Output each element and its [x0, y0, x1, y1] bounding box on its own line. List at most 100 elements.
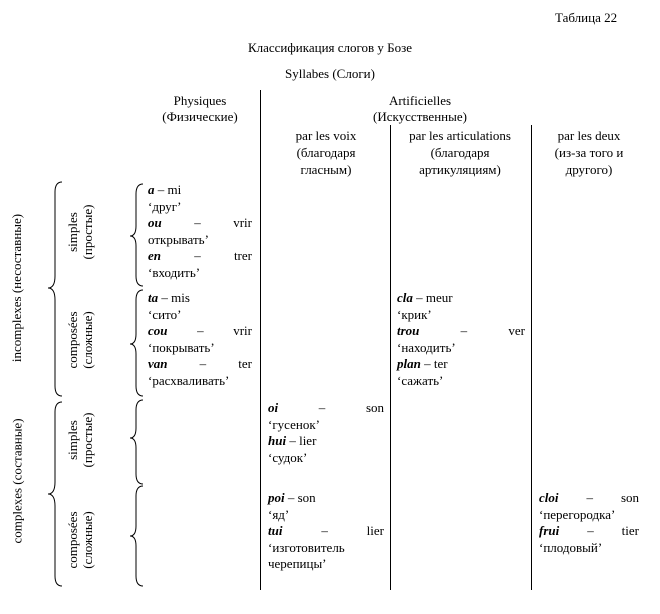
rest-trou: ver: [508, 323, 525, 338]
sep-en: –: [194, 248, 201, 263]
entry-cou: cou – vrir: [148, 323, 252, 340]
sep-poi: –: [287, 490, 295, 505]
gloss-ou: открывать’: [148, 231, 209, 247]
gloss-plan: ‘сажать’: [397, 372, 444, 388]
col-deux-l3: другого): [565, 162, 613, 177]
col-deux-l1: par les deux: [557, 128, 621, 143]
artificielles-ru: (Искусственные): [373, 109, 467, 124]
entry-van: van – ter: [148, 356, 252, 373]
brace-composees-1: [129, 289, 144, 397]
gloss-poi: ‘яд’: [268, 506, 290, 522]
col-voix-l2: (благодаря: [296, 145, 356, 160]
physiques-composees-cell: ta – mis ‘сито’ cou – vrir ‘покрывать’ van…: [148, 290, 252, 389]
col-voix-l1: par les voix: [295, 128, 357, 143]
physiques-simples-cell: a – mi ‘друг’ ou–vrir открывать’ en–trer…: [148, 182, 252, 281]
entry-tui: tui – lier: [268, 523, 384, 540]
col-deux-header: par les deux (из-за того и другого): [534, 127, 644, 178]
entry-oi: oi – son: [268, 400, 384, 417]
gloss-cou: ‘покрывать’: [148, 339, 215, 355]
entry-ta: ta – mis: [148, 290, 252, 307]
syl-van: van: [148, 356, 168, 371]
page-title: Классификация слогов у Бозе: [247, 40, 413, 55]
rest-cou: vrir: [233, 323, 252, 338]
rest-plan: ter: [433, 356, 448, 371]
sep-a: –: [157, 182, 165, 197]
gloss-ta: ‘сито’: [148, 306, 182, 322]
col-artic-l2: (благодаря: [430, 145, 490, 160]
entry-poi: poi – son: [268, 490, 384, 507]
syl-poi: poi: [268, 490, 285, 505]
rule-physiques: [260, 90, 261, 590]
page-subtitle: Syllabes (Слоги): [285, 66, 375, 81]
rest-cloi: son: [620, 490, 639, 505]
sep-cloi: –: [586, 490, 593, 505]
brace-complexes: [47, 401, 63, 587]
sep-plan: –: [424, 356, 431, 371]
sep-frui: –: [587, 523, 594, 538]
syl-en: en: [148, 248, 161, 263]
gloss-tui: ‘изготовитель: [268, 539, 345, 555]
rest-en: trer: [233, 248, 252, 263]
rule-voix: [390, 125, 391, 590]
rest-tui: lier: [366, 523, 384, 538]
voix-composees-cell: poi – son ‘яд’ tui – lier ‘изготовитель че…: [268, 490, 384, 573]
entry-hui: hui – lier: [268, 433, 384, 450]
artificielles-header: Artificielles (Искусственные): [330, 93, 510, 125]
gloss-tui-2: черепицы’: [268, 556, 327, 571]
gloss-van: ‘расхваливать’: [148, 372, 230, 388]
entry-cloi: cloi – son: [539, 490, 639, 507]
entry-en: en – trer: [148, 248, 252, 265]
syl-ta: ta: [148, 290, 159, 305]
rest-van: ter: [238, 356, 252, 371]
brace-simples-1: [129, 183, 144, 287]
syl-cloi: cloi: [539, 490, 559, 505]
sep-hui: –: [289, 433, 296, 448]
sep-ta: –: [161, 290, 168, 305]
sep-cou: –: [197, 323, 204, 338]
gloss-en: ‘входить’: [148, 264, 201, 280]
rest-hui: lier: [299, 433, 317, 448]
deux-composees-cell: cloi – son ‘перегородка’ frui – tier ‘плодов…: [539, 490, 639, 556]
syl-oi: oi: [268, 400, 279, 415]
gloss-cloi: ‘перегородка’: [539, 506, 616, 522]
col-deux-l2: (из-за того и: [554, 145, 624, 160]
rest-cla: meur: [425, 290, 453, 305]
syl-plan: plan: [397, 356, 421, 371]
gloss-cla: ‘крик’: [397, 306, 432, 322]
rest-oi: son: [365, 400, 384, 415]
syl-tui: tui: [268, 523, 283, 538]
col-voix-l3: гласным): [300, 162, 352, 177]
sep-oi: –: [318, 400, 326, 415]
syl-frui: frui: [539, 523, 560, 538]
entry-a: a – mi: [148, 182, 252, 199]
sep-cla: –: [416, 290, 423, 305]
sep-tui: –: [321, 523, 328, 538]
rest-ou: vrir: [233, 215, 252, 230]
table-label: Таблица 22: [555, 10, 618, 25]
voix-simples-cell: oi – son ‘гусенок’ hui – lier ‘судок’: [268, 400, 384, 466]
artic-composees-cell: cla – meur ‘крик’ trou–ver ‘находить’ pl…: [397, 290, 525, 389]
gloss-trou: ‘находить’: [397, 339, 456, 355]
col-artic-l1: par les articulations: [409, 128, 511, 143]
col-artic-header: par les articulations (благодаря артикул…: [392, 127, 528, 178]
rest-frui: tier: [621, 523, 639, 538]
rest-ta: mis: [171, 290, 190, 305]
brace-simples-2: [129, 399, 144, 485]
entry-trou: trou–ver: [397, 323, 525, 340]
sep-van: –: [199, 356, 207, 371]
entry-ou: ou–vrir: [148, 215, 252, 232]
col-voix-header: par les voix (благодаря гласным): [262, 127, 390, 178]
entry-plan: plan – ter: [397, 356, 525, 373]
physiques-header: Physiques (Физические): [140, 93, 260, 125]
physiques-ru: (Физические): [162, 109, 238, 124]
syl-cou: cou: [148, 323, 168, 338]
sep-trou: –: [460, 323, 468, 338]
sep-ou: –: [194, 215, 201, 230]
gloss-oi: ‘гусенок’: [268, 416, 320, 432]
rule-artic: [531, 125, 532, 590]
gloss-frui: ‘плодовый’: [539, 539, 603, 555]
syl-a: a: [148, 182, 155, 197]
gloss-hui: ‘судок’: [268, 449, 308, 465]
